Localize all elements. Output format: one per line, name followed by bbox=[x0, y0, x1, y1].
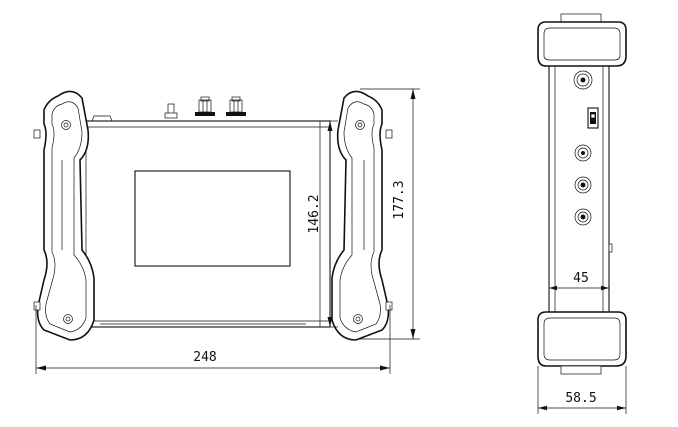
side-top-bumper bbox=[537, 13, 627, 82]
left-bumper bbox=[33, 90, 95, 341]
side-view: 45 58.5 bbox=[537, 13, 627, 414]
dimension-overall-depth-label: 58.5 bbox=[565, 391, 596, 406]
dimension-body-depth-label: 45 bbox=[573, 271, 589, 286]
right-bumper bbox=[331, 90, 393, 341]
dimension-overall-height-label: 177.3 bbox=[392, 180, 407, 219]
front-view: 248 146.2 177.3 bbox=[33, 88, 420, 374]
front-screen bbox=[134, 170, 291, 267]
dimension-body-depth: 45 bbox=[549, 271, 609, 291]
top-connectors bbox=[164, 96, 246, 119]
front-body bbox=[75, 115, 331, 328]
dimension-width-label: 248 bbox=[193, 350, 216, 365]
dimension-body-height: 146.2 bbox=[307, 120, 338, 328]
dimension-body-height-label: 146.2 bbox=[307, 194, 322, 233]
dimension-overall-height: 177.3 bbox=[360, 88, 420, 340]
dimension-width: 248 bbox=[35, 305, 391, 374]
dimension-overall-depth: 58.5 bbox=[537, 366, 627, 414]
side-bottom-bumper bbox=[537, 296, 627, 375]
side-ports bbox=[573, 70, 599, 226]
